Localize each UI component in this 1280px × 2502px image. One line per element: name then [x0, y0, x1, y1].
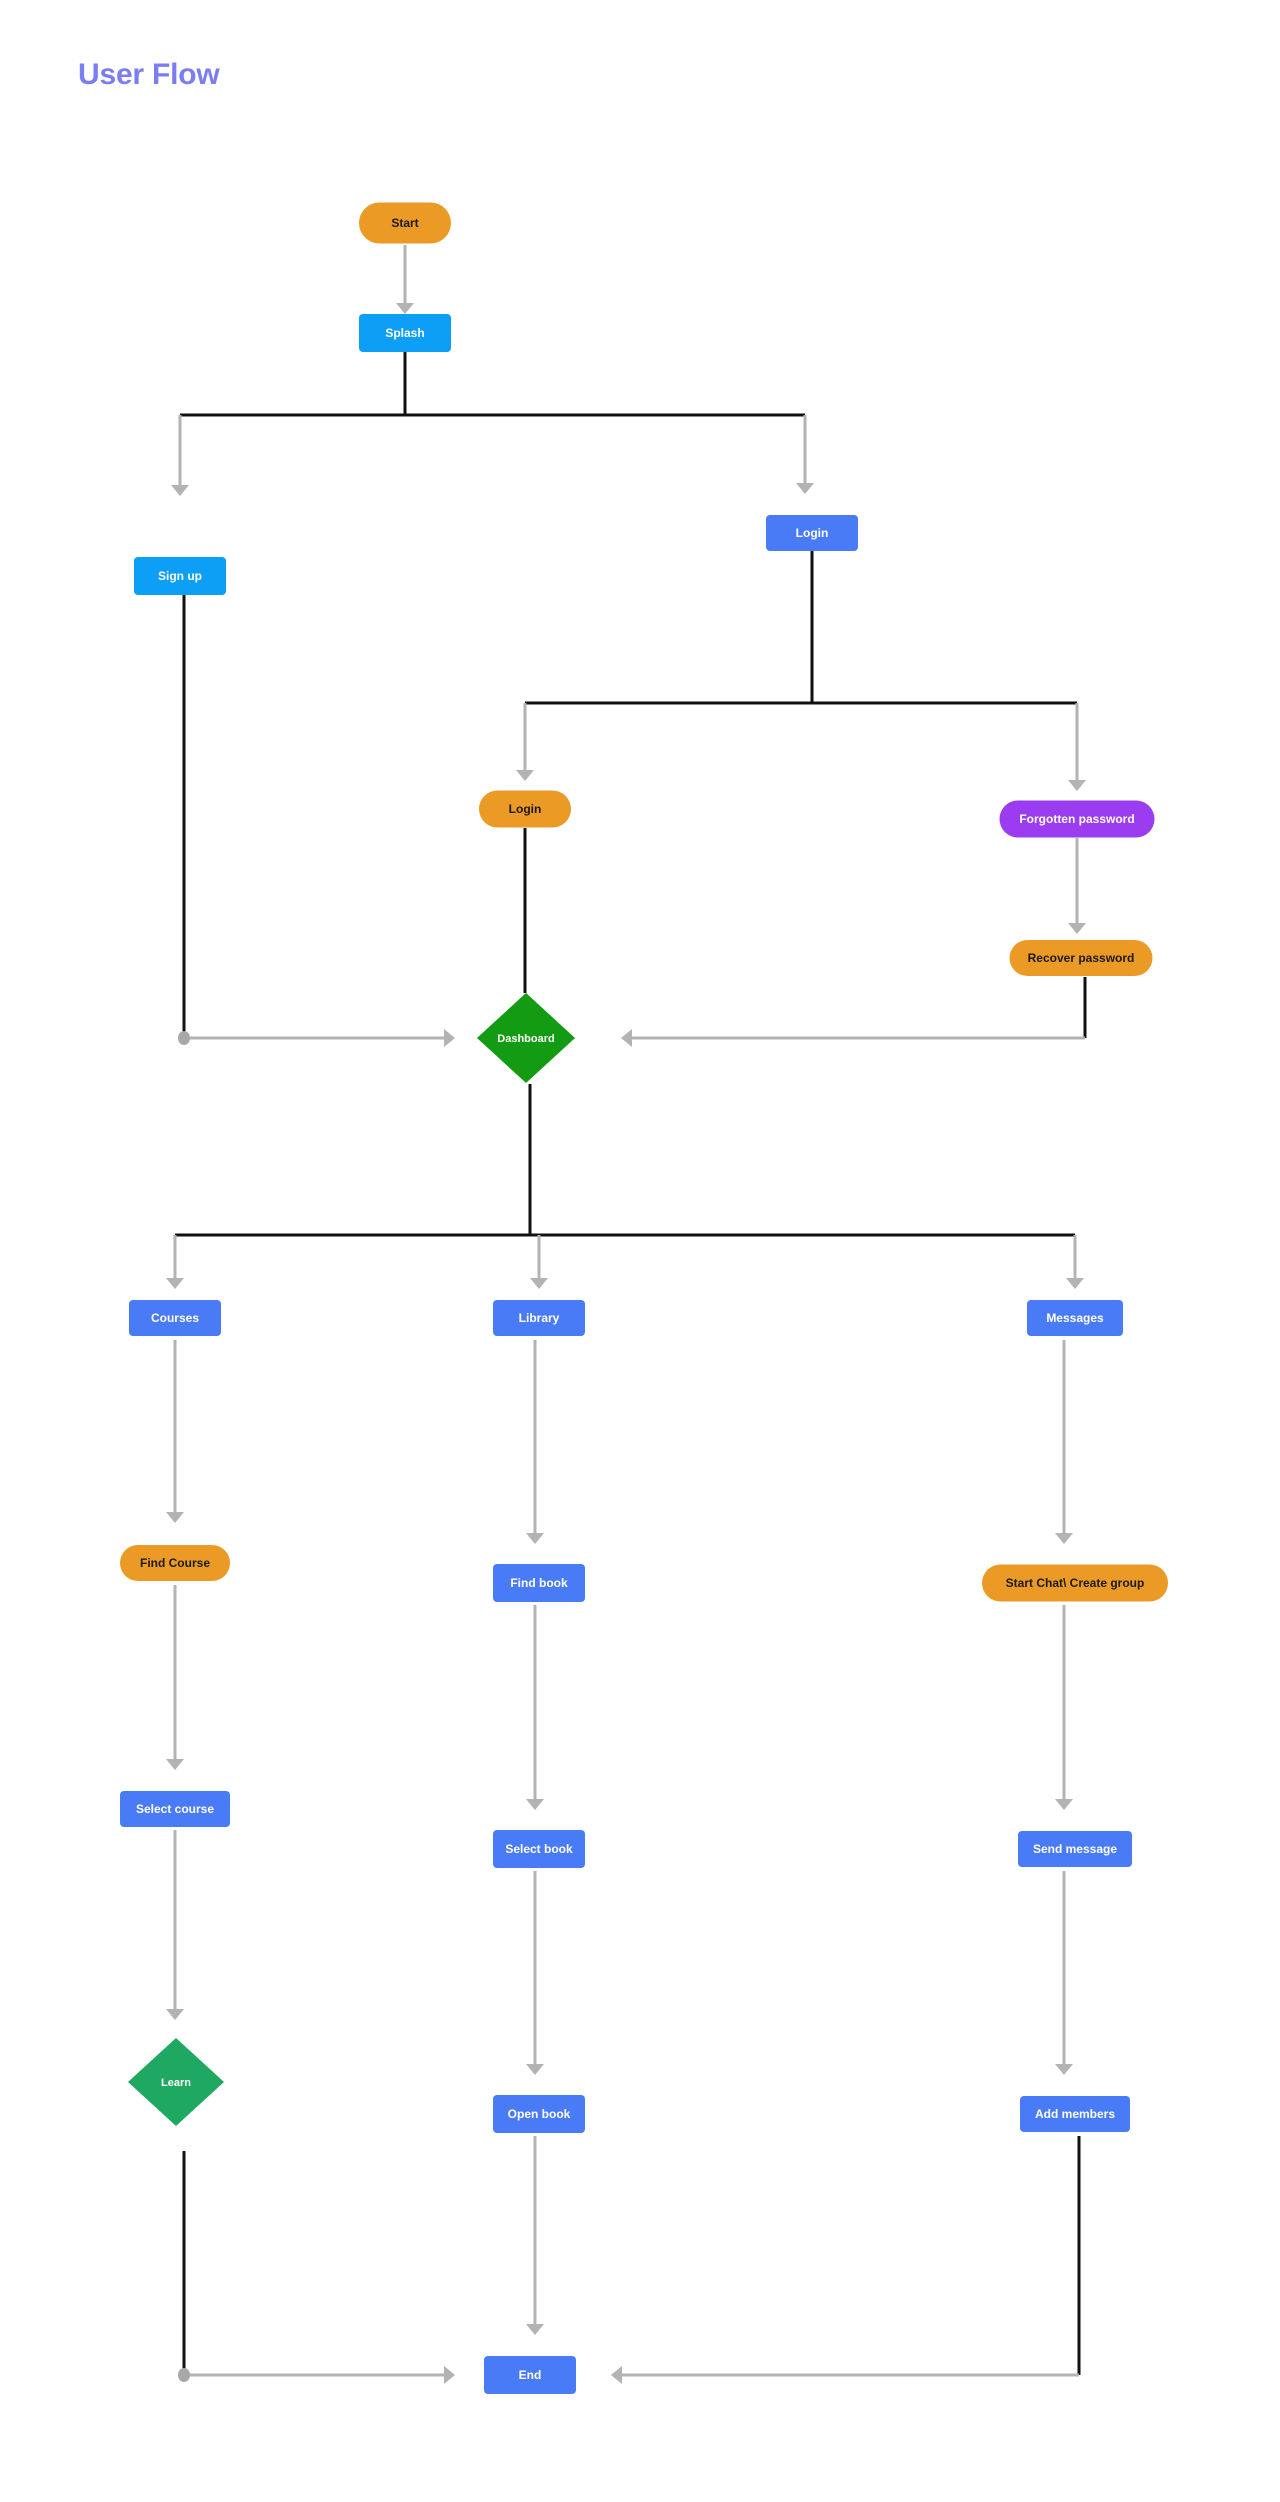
node-shape-rect	[1018, 1831, 1132, 1867]
edge-fork3-library	[529, 1235, 549, 1289]
node-learn[interactable]: Learn	[128, 2038, 224, 2126]
node-shape-pill	[120, 1545, 230, 1581]
node-sendmsg[interactable]: Send message	[1018, 1831, 1132, 1867]
node-shape-diamond	[128, 2038, 224, 2126]
node-shape-rect	[120, 1791, 230, 1827]
node-shape-pill	[479, 790, 571, 828]
node-shape-diamond	[477, 993, 575, 1083]
edge-start-splash	[395, 245, 415, 314]
edges-layer	[165, 245, 1087, 2385]
node-shape-rect	[359, 314, 451, 352]
edge-findbook-selbook	[525, 1605, 545, 1810]
node-shape-pill	[999, 800, 1155, 838]
edge-library-findbook	[525, 1340, 545, 1544]
node-end[interactable]: End	[484, 2356, 576, 2394]
node-shape-rect	[1020, 2096, 1130, 2132]
edge-recover-dash-horiz	[621, 1028, 1085, 1048]
node-courses[interactable]: Courses	[129, 1300, 221, 1336]
node-shape-pill	[982, 1564, 1168, 1602]
node-findbook[interactable]: Find book	[493, 1564, 585, 1602]
node-findcourse[interactable]: Find Course	[120, 1545, 230, 1581]
node-recover[interactable]: Recover password	[1009, 940, 1153, 976]
node-shape-pill	[1009, 940, 1153, 976]
edge-signup-dash-horiz	[178, 1028, 455, 1048]
edge-selcourse-learn	[165, 1830, 185, 2020]
edge-messages-startchat	[1054, 1340, 1074, 1544]
edge-sendmsg-addmembers	[1054, 1871, 1074, 2075]
edge-addmembers-end-horiz	[611, 2365, 1079, 2385]
edge-dashboard-fork3	[175, 1084, 1075, 1237]
node-forgotten[interactable]: Forgotten password	[999, 800, 1155, 838]
node-shape-rect	[134, 557, 226, 595]
node-login_mid[interactable]: Login	[479, 790, 571, 828]
node-library[interactable]: Library	[493, 1300, 585, 1336]
edge-fork3-messages	[1065, 1235, 1085, 1289]
node-selbook[interactable]: Select book	[493, 1830, 585, 1868]
node-signup[interactable]: Sign up	[134, 557, 226, 595]
page-title: User Flow	[78, 58, 220, 91]
edge-forgotten-recover	[1067, 838, 1087, 934]
edge-startchat-sendmsg	[1054, 1605, 1074, 1810]
node-shape-rect	[766, 515, 858, 551]
node-splash[interactable]: Splash	[359, 314, 451, 352]
node-shape-rect	[493, 2095, 585, 2133]
node-shape-rect	[493, 1564, 585, 1602]
node-shape-rect	[1027, 1300, 1123, 1336]
node-dashboard[interactable]: Dashboard	[477, 993, 575, 1083]
edge-fork2-loginmid	[515, 703, 535, 781]
edge-fork3-courses	[165, 1235, 185, 1289]
edge-splash-fork	[180, 352, 805, 417]
edge-openbook-end	[525, 2136, 545, 2335]
node-messages[interactable]: Messages	[1027, 1300, 1123, 1336]
node-shape-pill	[359, 202, 451, 244]
node-login_top[interactable]: Login	[766, 515, 858, 551]
node-addmembers[interactable]: Add members	[1020, 2096, 1130, 2132]
node-shape-rect	[129, 1300, 221, 1336]
node-selcourse[interactable]: Select course	[120, 1791, 230, 1827]
edge-selbook-openbook	[525, 1871, 545, 2075]
node-shape-rect	[493, 1830, 585, 1868]
node-start[interactable]: Start	[359, 202, 451, 244]
node-shape-rect	[493, 1300, 585, 1336]
edge-fork2-forgotten	[1067, 703, 1087, 791]
edge-login-fork2	[525, 551, 1077, 705]
edge-findcourse-selcourse	[165, 1585, 185, 1770]
node-shape-rect	[484, 2356, 576, 2394]
edge-learn-end-horiz	[178, 2365, 455, 2385]
edge-fork1-signup	[170, 415, 190, 496]
node-openbook[interactable]: Open book	[493, 2095, 585, 2133]
edge-fork1-login	[795, 415, 815, 494]
edge-courses-findcourse	[165, 1340, 185, 1523]
node-startchat[interactable]: Start Chat\ Create group	[982, 1564, 1168, 1602]
